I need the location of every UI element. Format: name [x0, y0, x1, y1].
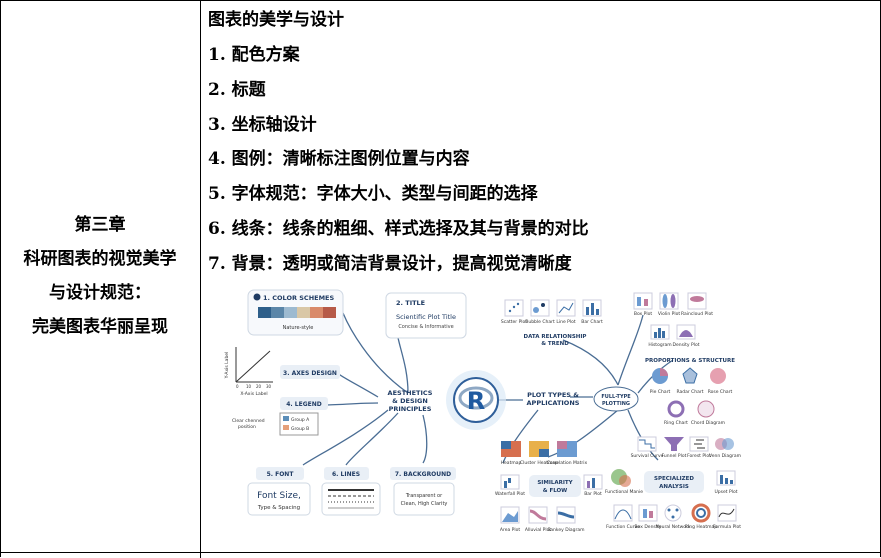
svg-text:ANALYSIS: ANALYSIS: [659, 484, 689, 490]
svg-text:10: 10: [246, 384, 252, 389]
axes-label: 3. AXES DESIGN: [283, 370, 337, 377]
svg-text:Correlation Matrix: Correlation Matrix: [547, 460, 588, 466]
nature-style-label: Nature-style: [283, 325, 314, 331]
section-heading: 图表的美学与设计: [208, 10, 344, 30]
svg-text:Functional Manie: Functional Manie: [605, 489, 643, 495]
x-axis-label: X-Axis Label: [240, 391, 267, 397]
r-logo: R: [446, 370, 506, 430]
svg-text:Rose Chart: Rose Chart: [708, 389, 733, 395]
svg-text:SPECIALIZED: SPECIALIZED: [654, 476, 694, 482]
svg-text:& TREND: & TREND: [541, 341, 569, 347]
chapter-number: 第三章: [0, 210, 200, 240]
item-title: 2. 标题: [208, 80, 266, 100]
chapter-cell: 第三章 科研图表的视觉美学 与设计规范： 完美图表华丽呈现: [0, 0, 200, 552]
item-lines: 6. 线条：线条的粗细、样式选择及其与背景的对比: [208, 219, 589, 239]
item-background: 7. 背景：透明或简洁背景设计，提高视觉清晰度: [208, 254, 572, 274]
svg-text:PLOT TYPES &: PLOT TYPES &: [527, 391, 579, 399]
svg-text:Transparent or: Transparent or: [405, 493, 443, 499]
svg-text:Line Plot: Line Plot: [556, 319, 576, 325]
item-legend: 4. 图例：清晰标注图例位置与内容: [208, 149, 470, 169]
svg-text:Radar Chart: Radar Chart: [676, 389, 703, 395]
legend-label: 4. LEGEND: [286, 401, 322, 408]
svg-text:Bar Plot: Bar Plot: [584, 491, 602, 497]
svg-text:Survival Curve: Survival Curve: [631, 453, 664, 459]
svg-text:Group A: Group A: [291, 417, 310, 423]
svg-text:Type & Spacing: Type & Spacing: [257, 505, 300, 511]
svg-text:20: 20: [256, 384, 262, 389]
svg-text:Group B: Group B: [291, 426, 309, 432]
svg-text:Density Plot: Density Plot: [672, 342, 699, 348]
svg-text:Pie Chart: Pie Chart: [650, 389, 671, 395]
color-schemes-node: 1. COLOR SCHEMES Nature-style: [248, 290, 343, 335]
plot-types-node: PLOT TYPES & APPLICATIONS: [527, 391, 580, 407]
svg-text:Heatmap: Heatmap: [501, 460, 522, 466]
svg-text:Waterfall Plot: Waterfall Plot: [495, 491, 525, 497]
svg-text:DATA RELATIONSHIP: DATA RELATIONSHIP: [524, 334, 587, 340]
svg-text:Bar Chart: Bar Chart: [581, 319, 603, 325]
svg-text:FULL-TYPE: FULL-TYPE: [601, 394, 631, 400]
full-type-node: FULL-TYPE PLOTTING: [594, 387, 638, 411]
svg-text:5. FONT: 5. FONT: [267, 471, 295, 478]
column-divider: [200, 0, 201, 558]
svg-text:Font Size,: Font Size,: [257, 491, 301, 501]
font-node: 5. FONT Font Size, Type & Spacing: [248, 467, 310, 515]
svg-text:Scatter Plot: Scatter Plot: [501, 319, 527, 325]
svg-text:Raincloud Plot: Raincloud Plot: [681, 311, 713, 317]
item-axes: 3. 坐标轴设计: [208, 115, 317, 135]
title-sample: Scientific Plot Title: [396, 313, 456, 321]
r-logo-letter: R: [467, 387, 485, 415]
svg-text:7. BACKGROUND: 7. BACKGROUND: [395, 471, 451, 478]
svg-text:Histogram: Histogram: [648, 342, 671, 348]
svg-text:Violin Plot: Violin Plot: [658, 311, 680, 317]
svg-text:Funnel Plot: Funnel Plot: [662, 453, 687, 459]
svg-text:PLOTTING: PLOTTING: [602, 401, 630, 407]
item-color-schemes: 1. 配色方案: [208, 45, 300, 65]
svg-text:30: 30: [266, 384, 272, 389]
title-sub: Concise & Informative: [398, 324, 453, 330]
svg-text:Bubble Chart: Bubble Chart: [525, 319, 555, 325]
svg-text:Forest Plot: Forest Plot: [687, 453, 711, 459]
svg-text:Box Plot: Box Plot: [634, 311, 653, 317]
chapter-title-line-3: 完美图表华丽呈现: [0, 312, 200, 342]
row-divider: [0, 552, 881, 553]
svg-text:PROPORTIONS & STRUCTURE: PROPORTIONS & STRUCTURE: [645, 358, 735, 364]
svg-text:Formula Plot: Formula Plot: [713, 524, 741, 530]
svg-text:Upset Plot: Upset Plot: [715, 489, 738, 495]
title-node: 2. TITLE Scientific Plot Title Concise &…: [386, 293, 466, 338]
color-schemes-label: 1. COLOR SCHEMES: [263, 294, 334, 302]
svg-text:SIMILARITY: SIMILARITY: [537, 480, 573, 486]
svg-text:Venn Diagram: Venn Diagram: [709, 453, 741, 459]
svg-text:Sankey Diagram: Sankey Diagram: [547, 527, 584, 533]
title-node-label: 2. TITLE: [396, 299, 425, 307]
svg-text:Chord Diagram: Chord Diagram: [691, 420, 725, 426]
similarity-group: Heatmap Cluster Heatmap Correlation Matr…: [501, 441, 588, 466]
svg-text:Clear chenned: Clear chenned: [232, 418, 265, 424]
y-axis-label: Y-Axis Label: [224, 352, 230, 380]
svg-text:& DESIGN: & DESIGN: [392, 397, 428, 405]
item-font: 5. 字体规范：字体大小、类型与间距的选择: [208, 184, 538, 204]
svg-text:position: position: [238, 424, 256, 430]
svg-text:APPLICATIONS: APPLICATIONS: [527, 399, 580, 407]
svg-text:PRINCIPLES: PRINCIPLES: [389, 405, 432, 413]
svg-text:Area Plot: Area Plot: [500, 527, 521, 533]
svg-text:Clean, High Clarity: Clean, High Clarity: [401, 501, 448, 507]
svg-text:& FLOW: & FLOW: [543, 488, 568, 494]
design-mindmap-figure: 1. COLOR SCHEMES Nature-style 2. TITLE S…: [218, 285, 750, 547]
center-node: AESTHETICS & DESIGN PRINCIPLES: [388, 389, 433, 413]
background-node: 7. BACKGROUND Transparent or Clean, High…: [390, 467, 456, 515]
svg-text:6. LINES: 6. LINES: [332, 471, 360, 478]
chapter-title-line-1: 科研图表的视觉美学: [0, 244, 200, 274]
svg-text:Ring Chart: Ring Chart: [664, 420, 688, 426]
svg-text:AESTHETICS: AESTHETICS: [388, 389, 433, 397]
chapter-title-line-2: 与设计规范：: [0, 278, 200, 308]
